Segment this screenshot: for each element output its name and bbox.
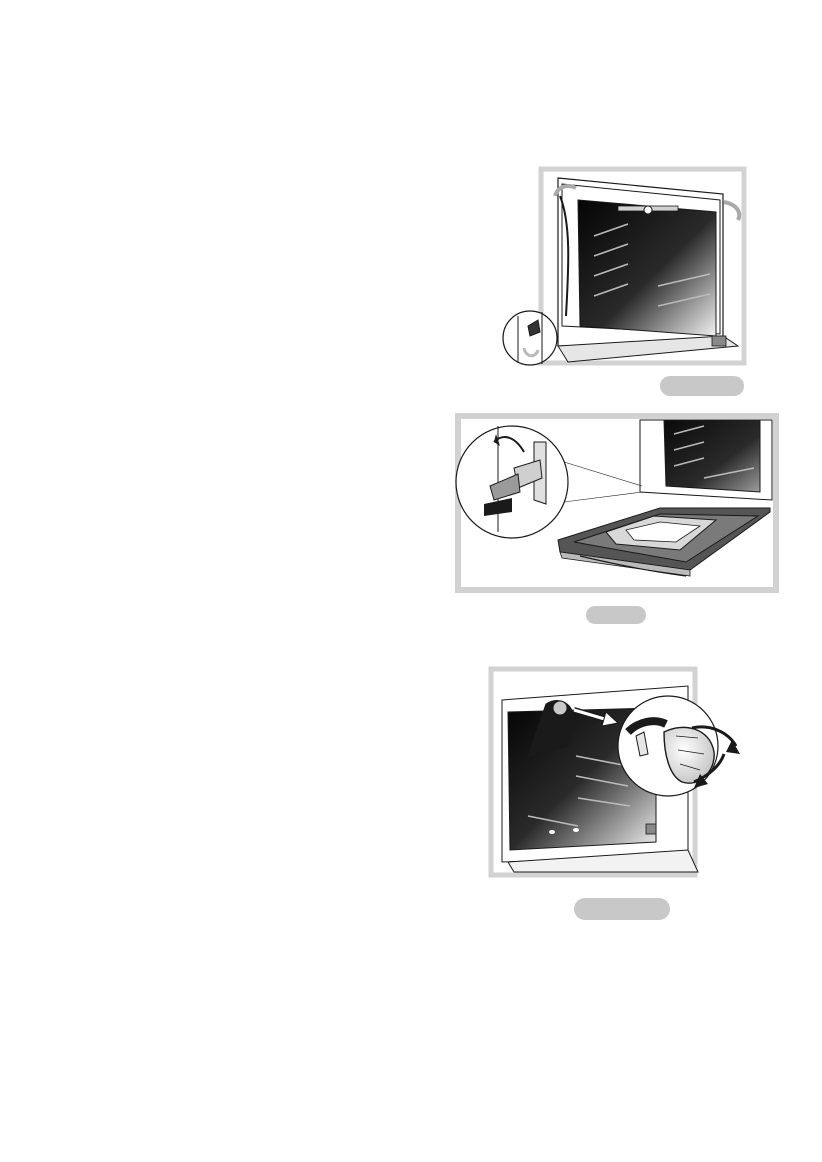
figure-1-illustration: [498, 166, 750, 368]
figure-2-caption-pill: [586, 606, 646, 624]
figure-2-door-hinge: [454, 412, 780, 594]
figure-2-illustration: [454, 412, 780, 594]
figure-3-illustration: [488, 666, 750, 878]
figure-3-caption-pill: [574, 898, 670, 920]
figure-1-caption-pill: [660, 376, 744, 396]
figure-1-oven-door-lamp: [498, 166, 750, 368]
figure-3-lamp-cover: [488, 666, 750, 878]
